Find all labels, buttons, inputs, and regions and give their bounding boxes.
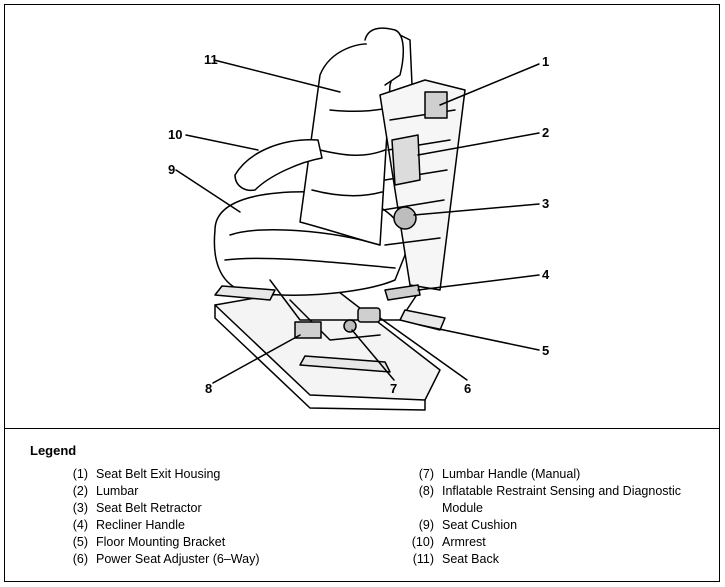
legend-text: Inflatable Restraint Sensing and Diagnos… — [442, 484, 682, 515]
legend-text: Recliner Handle — [96, 518, 185, 532]
legend-text: Seat Belt Retractor — [96, 501, 202, 515]
legend-number: (6) — [72, 552, 88, 566]
legend-item: (1) Seat Belt Exit Housing — [52, 466, 352, 483]
seat-illustration: 11 10 9 1 2 3 4 5 6 7 8 — [168, 27, 550, 411]
callout-7: 7 — [390, 381, 397, 396]
callout-4: 4 — [542, 267, 550, 282]
legend-number: (8) — [418, 484, 434, 498]
legend-item: (10) Armrest — [398, 534, 708, 551]
callout-11: 11 — [204, 52, 218, 67]
callout-1: 1 — [542, 54, 549, 69]
legend-number: (11) — [412, 552, 434, 566]
legend-text: Seat Cushion — [442, 518, 518, 532]
legend-number: (5) — [72, 535, 88, 549]
legend-item: (8) Inflatable Restraint Sensing and Diag… — [398, 483, 708, 517]
legend-left-column: (1) Seat Belt Exit Housing (2) Lumbar (3) S… — [52, 466, 352, 568]
legend-item: (7) Lumbar Handle (Manual) — [398, 466, 708, 483]
legend-number: (10) — [411, 535, 434, 549]
legend-item: (2) Lumbar — [52, 483, 352, 500]
legend-right-column: (7) Lumbar Handle (Manual) (8) Inflatable … — [398, 466, 708, 568]
legend-item: (9) Seat Cushion — [398, 517, 708, 534]
callout-3: 3 — [542, 196, 549, 211]
legend-text: Armrest — [442, 535, 486, 549]
callout-10: 10 — [168, 127, 182, 142]
callout-5: 5 — [542, 343, 549, 358]
legend-divider — [4, 428, 720, 429]
legend-item: (4) Recliner Handle — [52, 517, 352, 534]
diagram-frame — [4, 4, 720, 582]
legend-item: (3) Seat Belt Retractor — [52, 500, 352, 517]
legend-number: (7) — [418, 467, 434, 481]
legend-text: Seat Belt Exit Housing — [96, 467, 221, 481]
legend-text: Lumbar Handle (Manual) — [442, 467, 581, 481]
legend-number: (1) — [72, 467, 88, 481]
legend-title: Legend — [30, 443, 77, 458]
callout-8: 8 — [205, 381, 212, 396]
legend-text: Floor Mounting Bracket — [96, 535, 226, 549]
callout-2: 2 — [542, 125, 549, 140]
legend-text: Lumbar — [96, 484, 139, 498]
legend-number: (4) — [72, 518, 88, 532]
callout-6: 6 — [464, 381, 471, 396]
legend-item: (6) Power Seat Adjuster (6–Way) — [52, 551, 352, 568]
legend-item: (11) Seat Back — [398, 551, 708, 568]
legend-number: (2) — [72, 484, 88, 498]
legend-item: (5) Floor Mounting Bracket — [52, 534, 352, 551]
legend-number: (9) — [418, 518, 434, 532]
legend-number: (3) — [72, 501, 88, 515]
legend-text: Seat Back — [442, 552, 499, 566]
legend-text: Power Seat Adjuster (6–Way) — [96, 552, 260, 566]
callout-9: 9 — [168, 162, 175, 177]
